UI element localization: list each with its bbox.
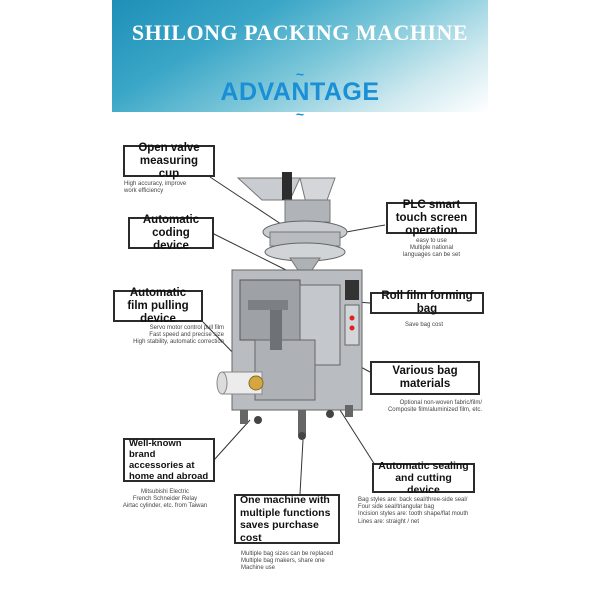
various-bag-materials-box: Various bag materials (370, 361, 480, 395)
page-title: SHILONG PACKING MACHINE (131, 20, 469, 45)
multi-function-desc: Multiple bag sizes can be replaced Multi… (241, 551, 334, 572)
one-machine-multiple-functions-box: One machine with multiple functions save… (234, 494, 340, 544)
roll-film-forming-bag-box: Roll film forming bag (370, 290, 484, 315)
open-valve-desc: High accuracy, improve work efficiency (124, 181, 187, 195)
bag-materials-desc: Optional non-woven fabric/film/ Composit… (387, 400, 482, 414)
open-valve-measuring-cup-box: Open valve measuring cup (123, 142, 215, 180)
plc-touch-screen-box: PLC smart touch screen operation (386, 199, 477, 237)
brand-desc: Mitsubishi Electric French Schneider Rel… (122, 489, 208, 510)
automatic-sealing-cutting-box: Automatic sealing and cutting device (372, 460, 475, 496)
roll-film-desc: Save bag cost (405, 322, 444, 328)
sealing-desc: Bag styles are: back seal/three-side sea… (358, 497, 469, 525)
film-pulling-desc: Servo motor control pull film Fast speed… (133, 325, 224, 346)
automatic-film-pulling-box: Automatic film pulling device (113, 287, 203, 325)
automatic-coding-device-box: Automatic coding device (128, 214, 214, 252)
header-banner (112, 0, 488, 112)
well-known-brand-box: Well-known brand accessories at home and… (123, 438, 215, 482)
wave-decoration-icon: ~ (295, 66, 305, 82)
advantage-heading: ADVANTAGE (220, 78, 380, 106)
wave-decoration-icon: ~ (295, 106, 305, 122)
plc-desc: easy to use Multiple national languages … (402, 238, 461, 259)
